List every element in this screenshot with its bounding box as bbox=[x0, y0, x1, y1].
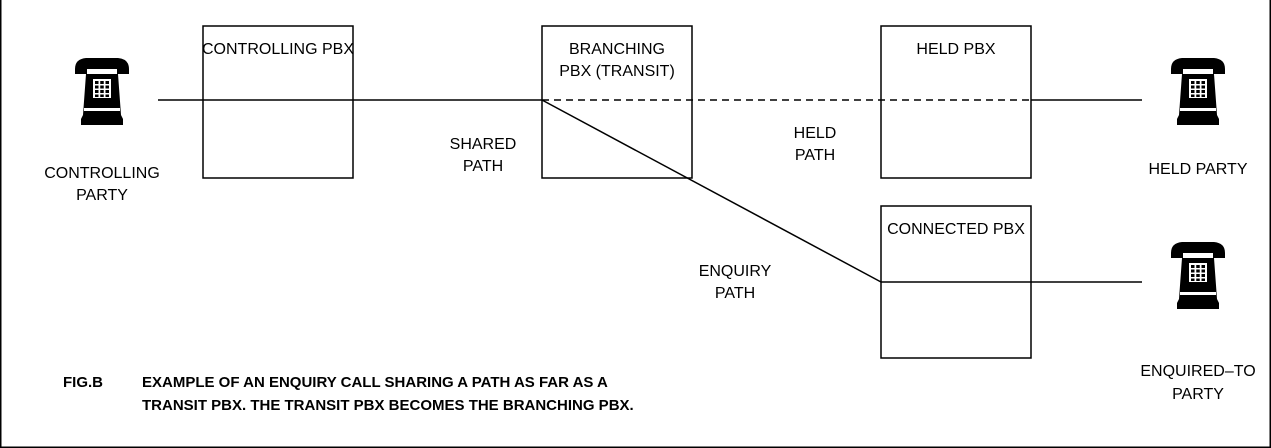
enquired-to-party-label: PARTY bbox=[1172, 386, 1224, 403]
branching-pbx-label: PBX (TRANSIT) bbox=[559, 63, 675, 80]
telephone-icon bbox=[1171, 58, 1225, 125]
telephone-icon bbox=[1171, 242, 1225, 309]
figure-caption-line1: EXAMPLE OF AN ENQUIRY CALL SHARING A PAT… bbox=[142, 374, 608, 391]
enquiry-path-line bbox=[541, 99, 882, 283]
shared-path-label: PATH bbox=[463, 158, 503, 175]
shared-path-label: SHARED bbox=[450, 136, 517, 153]
held-party-label: HELD PARTY bbox=[1149, 161, 1248, 178]
held-path-label: PATH bbox=[795, 147, 835, 164]
controlling-party-label: PARTY bbox=[76, 187, 128, 204]
held-path-label: HELD bbox=[794, 125, 837, 142]
held-pbx-box bbox=[880, 25, 1032, 179]
enquiry-path-label: ENQUIRY bbox=[699, 263, 772, 280]
telephone-icon bbox=[75, 58, 129, 125]
figure-caption-line2: TRANSIT PBX. THE TRANSIT PBX BECOMES THE… bbox=[142, 397, 634, 414]
controlling-pbx-label: CONTROLLING PBX bbox=[202, 41, 354, 58]
enquiry-path-label: PATH bbox=[715, 285, 755, 302]
held-pbx-label: HELD PBX bbox=[916, 41, 995, 58]
controlling-pbx-box bbox=[202, 25, 354, 179]
connected-pbx-label: CONNECTED PBX bbox=[887, 221, 1025, 238]
figure-number: FIG.B bbox=[63, 374, 103, 391]
enquired-to-party-label: ENQUIRED–TO bbox=[1140, 363, 1255, 380]
branching-pbx-box bbox=[541, 25, 693, 179]
controlling-party-label: CONTROLLING bbox=[44, 165, 160, 182]
branching-pbx-label: BRANCHING bbox=[569, 41, 665, 58]
